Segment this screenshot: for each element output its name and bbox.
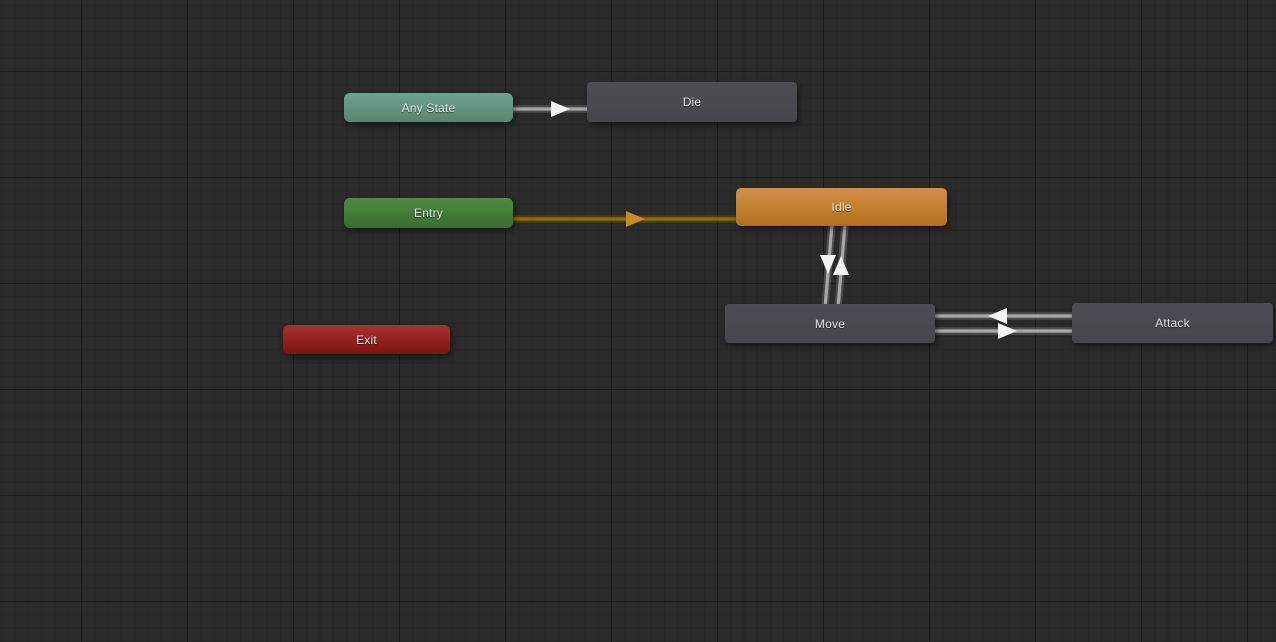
transition-arrowhead-icon xyxy=(833,256,849,275)
state-node-any-state[interactable]: Any State xyxy=(344,93,513,122)
transition-arrowhead-icon xyxy=(988,308,1007,324)
transition-arrowhead-icon xyxy=(551,101,570,117)
state-node-label: Exit xyxy=(356,332,377,347)
state-node-label: Die xyxy=(682,95,702,109)
transition-entry-to-idle[interactable] xyxy=(512,211,738,227)
transition-any-state-to-die[interactable] xyxy=(511,101,589,117)
state-node-entry[interactable]: Entry xyxy=(344,198,513,228)
state-node-move[interactable]: Move xyxy=(725,304,935,343)
state-node-label: Idle xyxy=(831,200,852,214)
state-node-label: Attack xyxy=(1155,316,1190,330)
state-node-label: Move xyxy=(814,316,846,331)
state-node-idle[interactable]: Idle xyxy=(736,188,947,226)
state-node-label: Any State xyxy=(401,100,456,115)
state-node-label: Entry xyxy=(413,206,443,220)
transition-arrowhead-icon xyxy=(820,255,836,274)
state-node-exit[interactable]: Exit xyxy=(283,325,450,354)
transition-idle-to-move[interactable] xyxy=(820,223,836,309)
transition-arrowhead-icon xyxy=(626,211,645,227)
transition-move-to-idle[interactable] xyxy=(833,223,849,309)
transition-attack-to-move[interactable] xyxy=(934,308,1074,324)
transition-move-to-attack[interactable] xyxy=(934,323,1074,339)
state-node-die[interactable]: Die xyxy=(587,82,797,122)
state-node-attack[interactable]: Attack xyxy=(1072,303,1273,343)
transition-arrowhead-icon xyxy=(998,323,1017,339)
